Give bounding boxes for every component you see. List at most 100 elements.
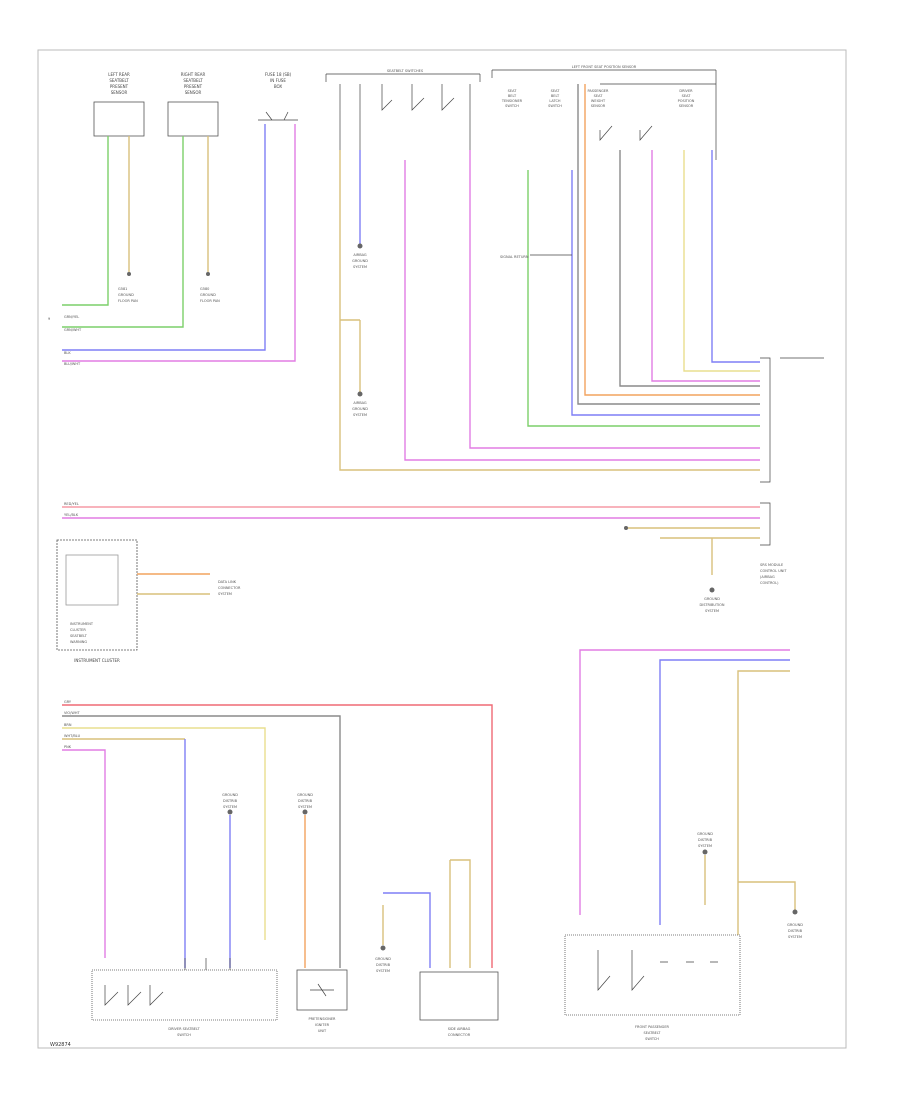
sensor-a-label-3: TENSIONER [501, 99, 523, 103]
sensor-a-label-4: SWITCH [505, 104, 519, 108]
right-rear-sensor-label-3: PRESENT [184, 84, 203, 89]
bottom-center-gnd-label-3: SYSTEM [376, 969, 390, 973]
right-rear-sensor-label-2: SEATBELT [183, 78, 203, 83]
wire-ref-label: SIGNAL RETURN [500, 255, 529, 259]
bottom-center-gnd-label-1: GROUND [375, 957, 391, 961]
top-switch-group-label: SEATBELT SWITCHES [387, 69, 424, 73]
wire-code-7: GRY [64, 700, 72, 704]
sensor-b-label-1: SEAT [551, 89, 561, 93]
wire-lr-green [62, 136, 109, 306]
sensor-a-label-1: SEAT [508, 89, 518, 93]
wire-yellow-right [683, 150, 760, 372]
sensor-a-label-2: BELT [508, 94, 517, 98]
front-passenger-switch: FRONT PASSENGER SEATBELT SWITCH [564, 934, 741, 1041]
wire-code-5: RED/YEL [64, 502, 79, 506]
bottom-right-comp-label-3: SWITCH [645, 1037, 659, 1041]
right-module-label-3: (AIRBAG [760, 575, 775, 579]
far-right-gnd-label-1: GROUND [787, 923, 803, 927]
mid-ground-b-label-2: GROUND [352, 407, 368, 411]
cluster-title: INSTRUMENT CLUSTER [74, 658, 120, 663]
ground-g2-label-2: GROUND [200, 293, 216, 297]
diagram-frame [37, 49, 847, 1049]
wire-code-3: BLK [64, 351, 71, 355]
mid-ground-a-label-2: GROUND [352, 259, 368, 263]
sensor-d-label-4: SENSOR [679, 104, 694, 108]
wire-orange-right [584, 84, 760, 396]
bottom-right-comp-label-1: FRONT PASSENGER [635, 1025, 670, 1029]
instrument-cluster: INSTRUMENT CLUSTER SEATBELT WARNING INST… [56, 539, 138, 663]
bottom-left-gnd-label-2: DISTRIB [223, 799, 238, 803]
wire-bl-gray [62, 715, 341, 968]
wire-bl-purple [62, 749, 106, 958]
sensor-c-label-1: PASSENGER [588, 89, 609, 93]
cluster-wire-label-1: DATA LINK [218, 580, 237, 584]
wire-top-bracket [600, 78, 717, 160]
bottom-right-gnd-label-3: SYSTEM [698, 844, 712, 848]
cluster-label-2: CLUSTER [70, 628, 86, 632]
wire-bl-red [62, 704, 493, 968]
fuse-label-1: FUSE 18 (SB) [265, 72, 292, 77]
cluster-label-4: WARNING [70, 640, 87, 644]
side-airbag-connector: SIDE AIRBAG CONNECTOR [419, 971, 499, 1037]
bottom-right-gnd-label-2: DISTRIB [698, 838, 713, 842]
fuse-block: FUSE 18 (SB) IN FUSE BOX [258, 72, 298, 121]
right-rear-sensor-label-1: RIGHT REAR [181, 72, 206, 77]
wire-code-11: PNK [64, 745, 72, 749]
mid-ground-b-label-1: AIRBAG [353, 401, 367, 405]
mid-ground-a-label-1: AIRBAG [353, 253, 367, 257]
bottom-left-comp-label-2: SWITCH [177, 1033, 191, 1037]
wire-gray-right [577, 84, 760, 405]
sensor-d-label-3: POSITION [678, 99, 695, 103]
top-right-group: LEFT FRONT SEAT POSITION SENSOR SEAT BEL… [491, 65, 717, 141]
wire-br-tan2 [738, 881, 796, 910]
wire-fuse-blue [62, 124, 266, 351]
wire-bl-tan3 [449, 859, 471, 968]
page-code: 9 [48, 317, 50, 321]
fuse-label-3: BOX [274, 84, 283, 89]
wire-br-blue [659, 659, 790, 925]
wire-purple-left [404, 160, 760, 461]
left-rear-sensor-label-4: SENSOR [111, 90, 128, 95]
sensor-c-label-3: WEIGHT [591, 99, 606, 103]
right-rear-sensor-label-4: SENSOR [185, 90, 202, 95]
wire-code-2: GRN/WHT [64, 328, 82, 332]
wire-br-tan [737, 670, 790, 960]
right-ground-label-1: GROUND [704, 597, 720, 601]
ground-g2-label-3: FLOOR PAN [200, 299, 220, 303]
bottom-right-gnd-label-1: GROUND [697, 832, 713, 836]
left-rear-sensor: LEFT REAR SEATBELT PRESENT SENSOR [93, 72, 145, 137]
wire-code-1: GRN/YEL [64, 315, 79, 319]
wire-code-10: WHT/BLU [64, 734, 81, 738]
ground-g1-label-1: G581 [118, 287, 127, 291]
right-ground-label-2: DISTRIBUTION [699, 603, 724, 607]
sensor-b-label-3: LATCH [549, 99, 561, 103]
bottom-right-comp-label-2: SEATBELT [644, 1031, 662, 1035]
ground-g1-label-3: FLOOR PAN [118, 299, 138, 303]
bottom-center-comp-label-2: CONNECTOR [448, 1033, 471, 1037]
wire-code-9: BRN [64, 723, 72, 727]
ground-g2-label-1: G580 [200, 287, 209, 291]
right-module-label-2: CONTROL UNIT [760, 569, 787, 573]
wire-bl-yellow [62, 727, 266, 940]
bottom-left-gnd-label-1: GROUND [222, 793, 238, 797]
wire-code-4: BLU/WHT [64, 362, 81, 366]
mid-ground-a-label-3: SYSTEM [353, 265, 367, 269]
cluster-label-1: INSTRUMENT [70, 622, 94, 626]
sensor-c-label-4: SENSOR [591, 104, 606, 108]
bottom-center-comp-label-1: SIDE AIRBAG [448, 1027, 471, 1031]
cluster-wire-label-3: SYSTEM [218, 592, 232, 596]
left-rear-sensor-label-2: SEATBELT [109, 78, 129, 83]
bottom-left-comp-label-1: DRIVER SEATBELT [168, 1027, 200, 1031]
wire-green-right [527, 170, 760, 427]
sensor-c-label-2: SEAT [594, 94, 604, 98]
left-rear-sensor-label-3: PRESENT [110, 84, 129, 89]
pretensioner-unit: PRETENSIONER IGNITER UNIT [296, 969, 348, 1033]
sensor-d-label-1: DRIVER [679, 89, 693, 93]
wire-tan-left [339, 150, 760, 471]
footer-id: W92874 [50, 1042, 71, 1048]
top-right-group-label: LEFT FRONT SEAT POSITION SENSOR [572, 65, 637, 69]
mid-ground-b-label-3: SYSTEM [353, 413, 367, 417]
wire-rr-green [62, 136, 184, 328]
bottom-left-gnd-label-3: SYSTEM [223, 805, 237, 809]
